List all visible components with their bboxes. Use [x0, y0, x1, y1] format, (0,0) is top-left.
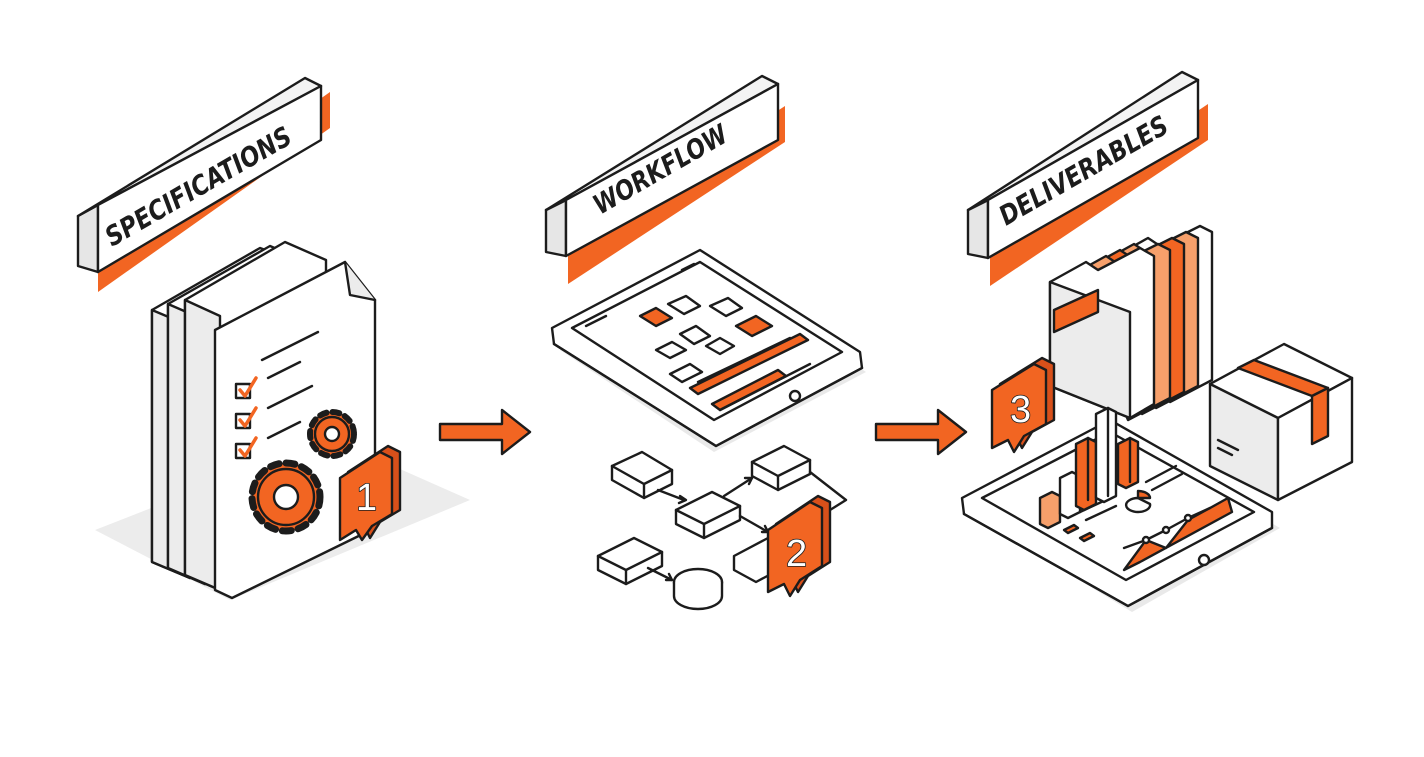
step-number-badge-1: 1 [338, 444, 402, 542]
gear-icon-small [307, 409, 357, 459]
step-deliverables: DELIVERABLES [960, 70, 1354, 612]
gear-icon [248, 459, 324, 535]
tablet-icon [550, 248, 866, 452]
step-workflow: WORKFLOW [544, 74, 866, 611]
step-number-badge-2: 2 [766, 494, 832, 598]
tablet-icon-charts [960, 418, 1280, 612]
folder-icon [1048, 224, 1214, 422]
arrow-right-icon [438, 408, 532, 456]
bar-chart-icon [1038, 406, 1140, 530]
arrow-right-icon [874, 408, 968, 456]
step-specifications: SPECIFICATIONS [76, 76, 470, 600]
workflow-banner: WORKFLOW [544, 74, 785, 284]
package-box-icon [1208, 342, 1354, 502]
badge-number-2: 2 [786, 533, 807, 575]
step-number-badge-3: 3 [990, 356, 1056, 454]
badge-number-3: 3 [1010, 389, 1031, 431]
checkbox-icon [234, 376, 258, 460]
badge-number-1: 1 [356, 477, 377, 519]
